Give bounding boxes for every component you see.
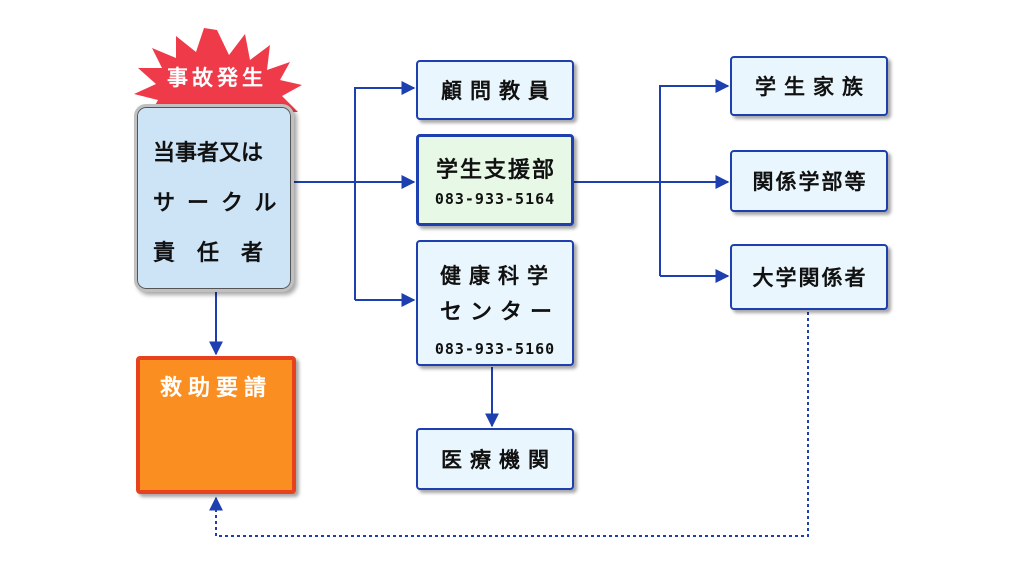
accident-label: 事故発生 [167,66,267,90]
medical-label: 医療機関 [441,448,557,472]
party-line-2: サークル [153,191,289,216]
student-support-phone: 083-933-5164 [434,190,556,208]
health-center-label-2: センター [440,300,561,325]
medical-box: 医療機関 [416,428,574,490]
advisor-box: 顧問教員 [416,60,574,120]
family-label: 学生家族 [755,75,871,99]
university-label: 大学関係者 [752,266,868,290]
party-box: 当事者又は サークル 責 任 者 [134,104,294,292]
party-line-1: 当事者又は [153,141,264,166]
connector-to-advisor [354,81,416,300]
university-box: 大学関係者 [730,244,888,310]
rescue-label: 救助要請 [159,376,272,401]
advisor-label: 顧問教員 [441,79,557,103]
family-box: 学生家族 [730,56,888,116]
health-center-box: 健康科学 センター 083-933-5160 [416,240,574,366]
faculty-box: 関係学部等 [730,150,888,212]
connector-dotted-return [209,312,809,537]
health-center-phone: 083-933-5160 [434,340,556,358]
party-line-3: 責 任 者 [153,241,264,266]
health-center-label-1: 健康科学 [440,264,556,288]
student-support-box: 学生支援部 083-933-5164 [416,134,574,226]
rescue-box: 救助要請 [136,356,296,494]
connector-to-family [659,79,730,276]
faculty-label: 関係学部等 [752,170,868,194]
student-support-label: 学生支援部 [435,158,556,183]
